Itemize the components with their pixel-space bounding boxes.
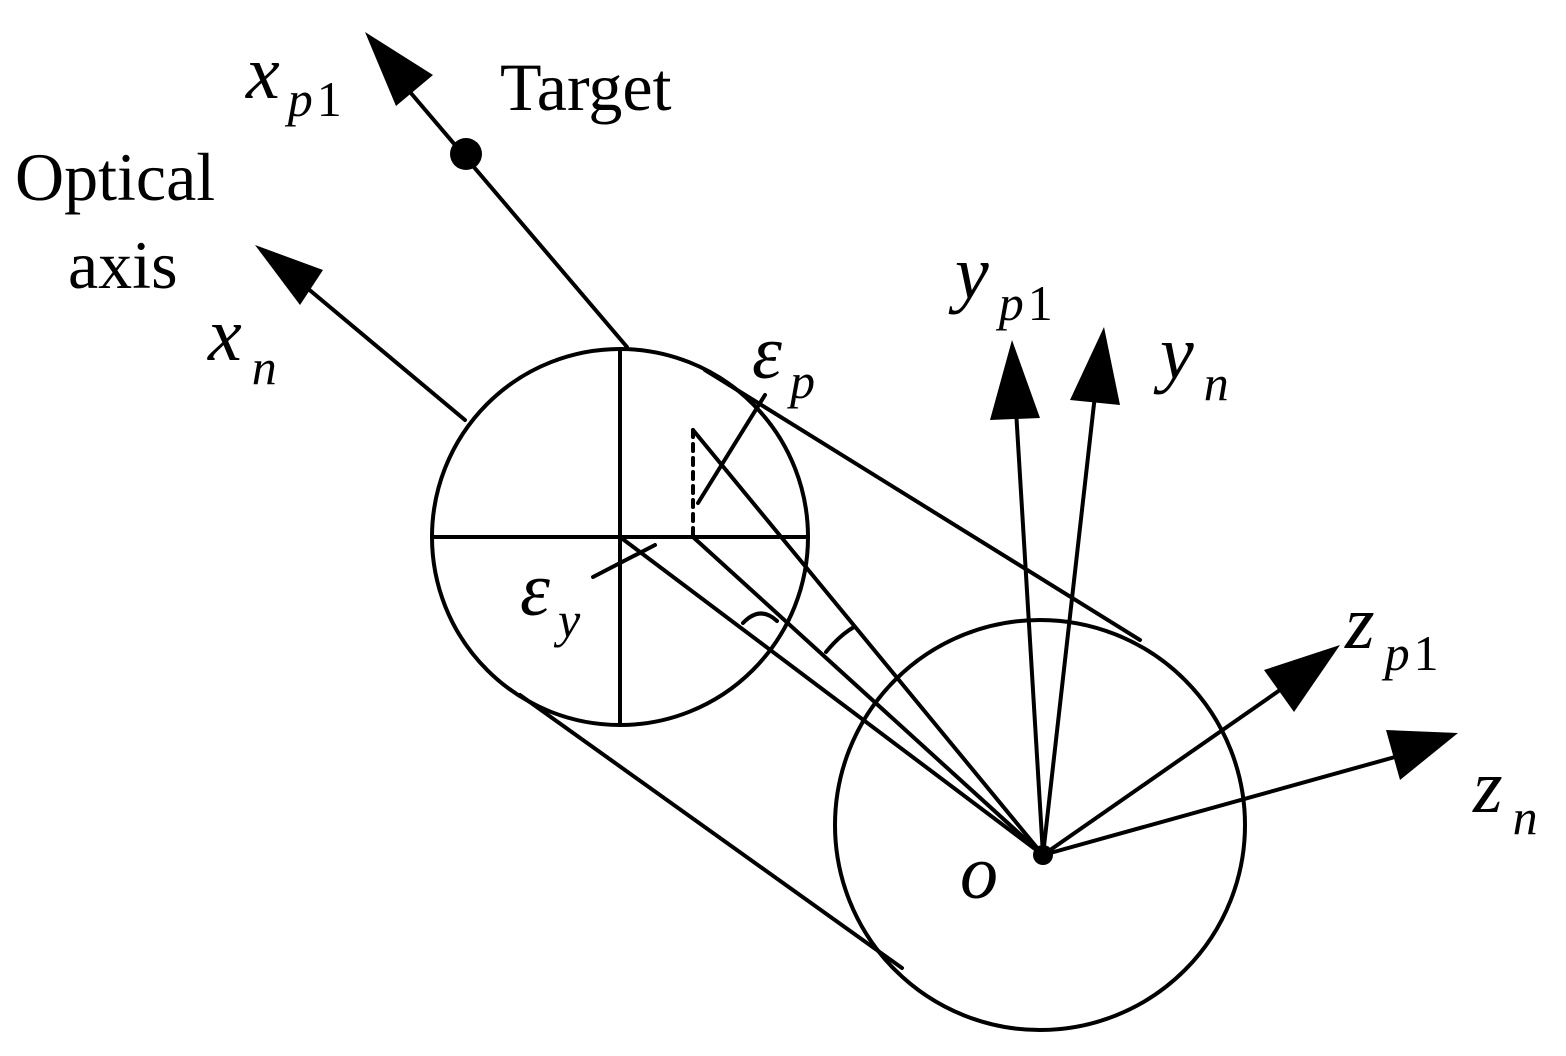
axis-z-n-sub: n (1513, 789, 1538, 845)
cylinder (430, 347, 1247, 1032)
origin-point (1033, 845, 1053, 865)
axis-z-p1-sub: p (1382, 625, 1410, 681)
axis-z-n-base: z (1472, 745, 1503, 829)
epsilon-y-base: ε (520, 548, 550, 632)
axis-x-p1-sub-number: 1 (317, 71, 342, 127)
axis-y-n-label: y n (1153, 311, 1229, 411)
axis-z-p1 (1041, 645, 1340, 857)
optical-axis-label-line2: axis (68, 227, 178, 303)
axis-y-n-line (1041, 393, 1097, 857)
axis-y-n (1041, 327, 1120, 857)
axis-z-n (1041, 730, 1458, 857)
axis-y-p1-sub-number: 1 (1028, 275, 1053, 331)
axis-z-n-line (1041, 755, 1397, 857)
angle-arc-yaw (741, 611, 779, 625)
axis-x-n (255, 245, 467, 422)
axis-y-p1-base: y (948, 231, 989, 315)
epsilon-y-sub: y (553, 592, 581, 648)
axis-y-n-arrowhead (1070, 327, 1120, 405)
target-label: Target (500, 49, 672, 125)
rays (618, 428, 1045, 857)
axis-x-p1-line (408, 90, 629, 349)
axis-x-n-base: x (207, 293, 242, 377)
axis-z-p1-arrowhead (1264, 645, 1340, 712)
ray-to-target-point (691, 428, 1045, 857)
axis-y-n-sub: n (1204, 355, 1229, 411)
axis-x-p1-sub: p (285, 71, 313, 127)
axis-x-p1 (365, 32, 629, 349)
ray-to-projection (691, 535, 1045, 857)
axis-z-n-label: z n (1472, 745, 1538, 845)
axis-y-p1-arrowhead (990, 340, 1040, 420)
angle-arc-pitch (824, 625, 856, 654)
epsilon-p-leader (696, 393, 767, 505)
back-circle (833, 618, 1247, 1032)
epsilon-p-base: ε (752, 311, 782, 395)
axis-x-n-label: x n (207, 293, 277, 395)
axis-y-p1-label: y p 1 (948, 231, 1053, 331)
ray-to-center (618, 535, 1045, 857)
axis-z-p1-base: z (1344, 581, 1375, 665)
epsilon-y-leader (591, 543, 657, 579)
axis-y-n-base: y (1153, 311, 1194, 395)
optical-axis-label-line1: Optical (15, 139, 215, 215)
axis-z-n-arrowhead (1386, 730, 1458, 780)
axis-x-n-arrowhead (255, 245, 323, 305)
epsilon-y-label: ε y (520, 548, 581, 648)
axis-z-p1-line (1041, 688, 1282, 857)
cylinder-top-edge (703, 368, 1142, 642)
axis-z-p1-sub-number: 1 (1414, 625, 1439, 681)
axis-x-n-line (298, 280, 467, 422)
epsilon-p-label: ε p (752, 311, 815, 409)
axis-y-p1-sub: p (996, 275, 1024, 331)
epsilon-p-sub: p (787, 353, 815, 409)
axis-x-n-sub: n (252, 339, 277, 395)
axis-x-p1-base: x (245, 31, 280, 115)
origin-label: o (960, 831, 998, 915)
angle-leaders (591, 393, 767, 579)
target-point (450, 138, 482, 170)
cylinder-bottom-edge (518, 693, 904, 970)
axis-y-p1 (990, 340, 1045, 857)
axis-z-p1-label: z p 1 (1344, 581, 1439, 681)
axis-x-p1-arrowhead (365, 32, 433, 106)
axis-x-p1-label: x p 1 (245, 31, 342, 127)
axis-y-p1-line (1014, 408, 1045, 857)
